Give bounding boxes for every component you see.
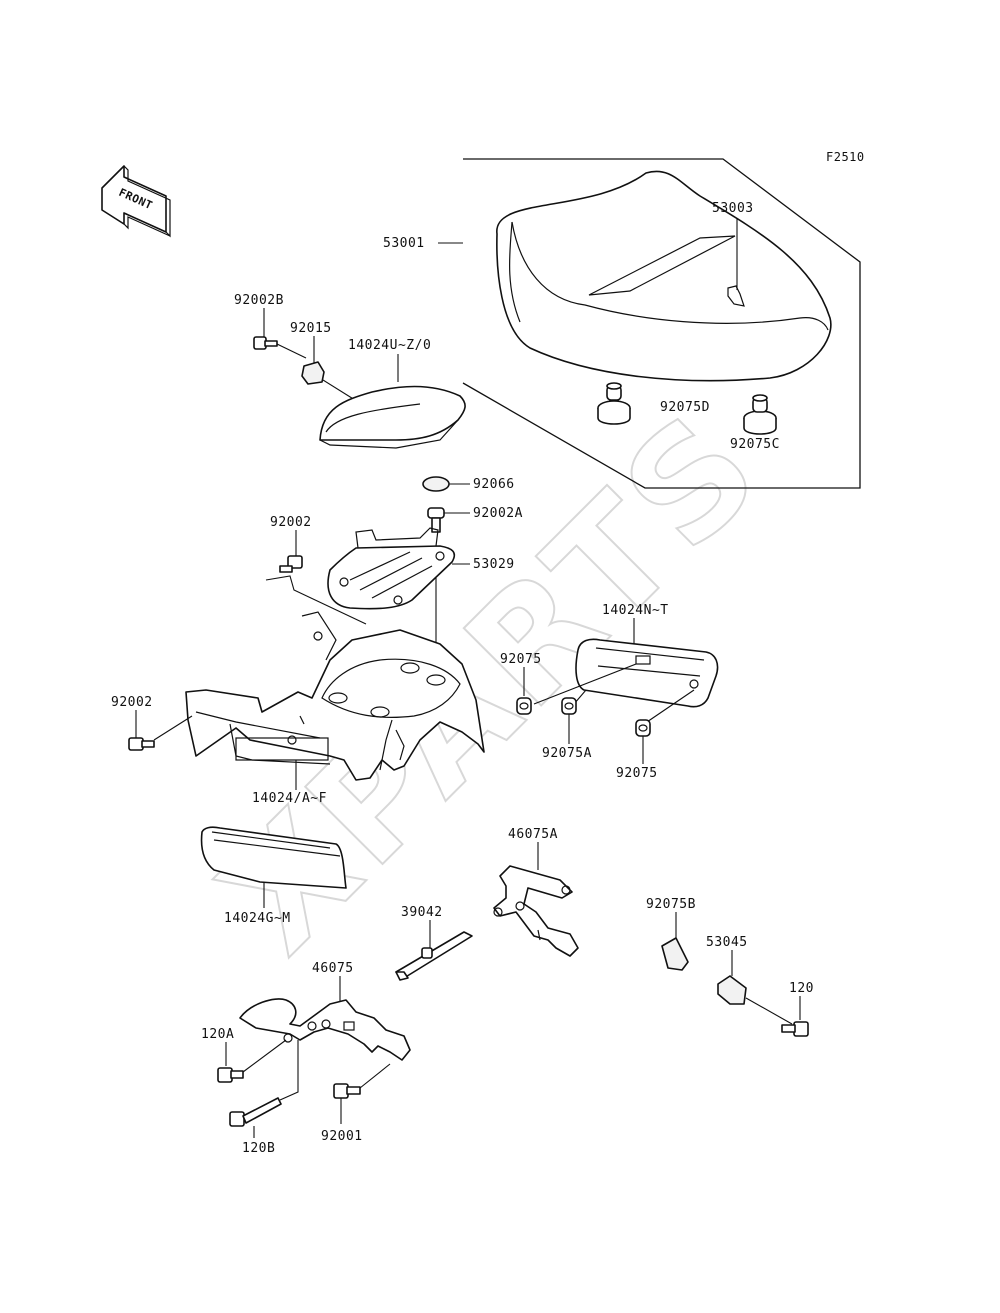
damper-a-label: 92075A: [542, 746, 592, 761]
bolt-b-label: 92002B: [234, 293, 284, 308]
damper-a: [561, 697, 577, 715]
bolt-b: [253, 336, 278, 350]
damper-1: [516, 697, 532, 715]
figure-code: F2510: [826, 150, 865, 164]
damper-c-label: 92075C: [730, 437, 780, 452]
tail-cover-main: [185, 611, 485, 781]
clip-nut-label: 92015: [290, 321, 332, 336]
main-seat: [496, 170, 832, 382]
seat-group-frame: [462, 158, 861, 489]
bolt-left: [128, 737, 155, 751]
lock-bracket-a-label: 46075A: [508, 827, 558, 842]
tail-cover-main-label: 14024/A~F: [252, 791, 327, 806]
front-arrow-icon: FRONT: [101, 165, 171, 238]
side-cover: [575, 638, 719, 708]
bolt-120b: [229, 1097, 282, 1127]
hook: [717, 975, 747, 1005]
seat-cover-label: 14024U~Z/0: [348, 338, 431, 353]
damper-d: [597, 382, 631, 425]
damper-2-label: 92075: [616, 766, 658, 781]
bolt-92001: [333, 1083, 361, 1099]
seat-label: 53001: [383, 236, 425, 251]
seat-cover: [319, 385, 466, 449]
damper-1-label: 92075: [500, 652, 542, 667]
cable: [395, 931, 473, 981]
bolt-left-label: 92002: [111, 695, 153, 710]
bolt-top: [279, 555, 303, 573]
bolt-120-label: 120: [789, 981, 814, 996]
lock-bracket-label: 46075: [312, 961, 354, 976]
bolt-a-label: 92002A: [473, 506, 523, 521]
bolt-120b-label: 120B: [242, 1141, 275, 1156]
damper-2: [635, 719, 651, 737]
lock-bracket: [239, 998, 411, 1061]
cable-label: 39042: [401, 905, 443, 920]
side-cover-label: 14024N~T: [602, 603, 669, 618]
bolt-120: [781, 1021, 809, 1037]
bolt-top-label: 92002: [270, 515, 312, 530]
bolt-120a-label: 120A: [201, 1027, 234, 1042]
bolt-120a: [217, 1067, 244, 1083]
lower-cover-label: 14024G~M: [224, 911, 291, 926]
clip-nut: [301, 361, 325, 385]
damper-d-label: 92075D: [660, 400, 710, 415]
grip-plate-label: 53029: [473, 557, 515, 572]
lock-bracket-a: [493, 865, 579, 957]
damper-b-label: 92075B: [646, 897, 696, 912]
bolt-92001-label: 92001: [321, 1129, 363, 1144]
cap-label: 92066: [473, 477, 515, 492]
lower-cover: [200, 826, 347, 889]
hook-label: 53045: [706, 935, 748, 950]
seat-bracket-label: 53003: [712, 201, 754, 216]
grip-plate: [327, 527, 456, 610]
cap: [422, 476, 450, 492]
damper-c: [743, 394, 777, 435]
damper-b: [661, 937, 689, 971]
